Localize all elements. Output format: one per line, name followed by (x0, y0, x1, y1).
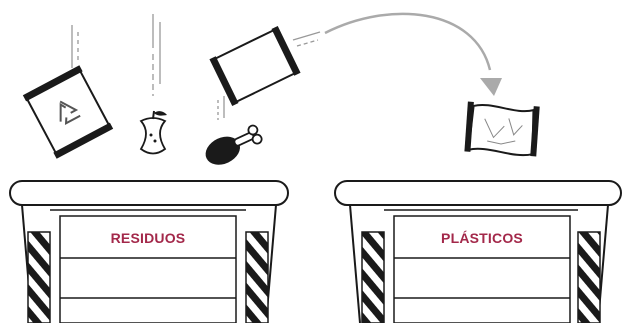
bin-residuos (10, 181, 288, 323)
plastic-wrapper-icon (464, 102, 539, 157)
chicken-leg-icon (201, 122, 265, 170)
bin-label-residuos: RESIDUOS (68, 230, 228, 246)
recycle-bag-icon (23, 65, 113, 159)
snack-bag-icon (209, 26, 300, 106)
bin-label-plasticos: PLÁSTICOS (402, 230, 562, 246)
bin-plasticos (335, 181, 621, 323)
apple-core-icon (141, 111, 167, 154)
curved-arrow-icon (325, 14, 502, 96)
